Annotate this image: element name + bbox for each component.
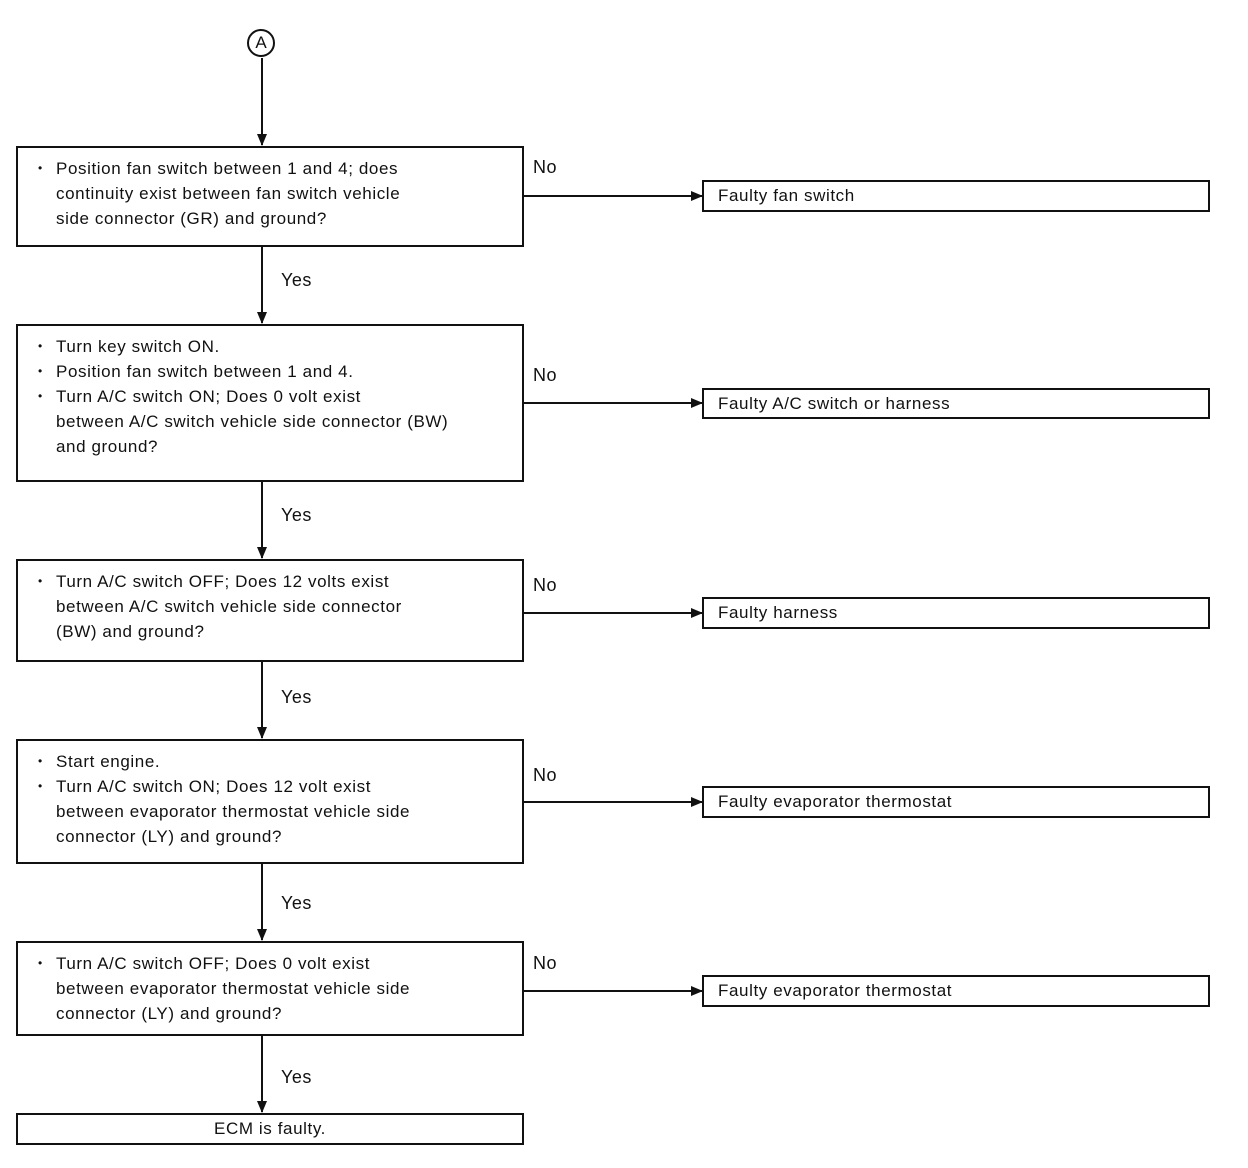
bullet-icon: • (38, 574, 43, 588)
step-line-text: Turn A/C switch OFF; Does 12 volts exist (56, 572, 390, 591)
step-2-yes-label: Yes (281, 505, 312, 525)
step-line-text: Turn key switch ON. (56, 337, 220, 356)
step-1-no-label: No (533, 157, 558, 177)
step-line: between evaporator thermostat vehicle si… (28, 799, 512, 824)
step-line: • Turn A/C switch ON; Does 0 volt exist (28, 384, 512, 409)
step-line: connector (LY) and ground? (28, 824, 512, 849)
step-line: side connector (GR) and ground? (28, 206, 512, 231)
bullet-icon: • (38, 364, 43, 378)
step-line-text: (BW) and ground? (56, 622, 205, 641)
step-line-text: Turn A/C switch ON; Does 0 volt exist (56, 387, 361, 406)
bullet-icon: • (38, 161, 43, 175)
bullet-icon: • (38, 754, 43, 768)
step-line-text: connector (LY) and ground? (56, 1004, 283, 1023)
step-1-yes-label: Yes (281, 270, 312, 290)
step-line-text: between evaporator thermostat vehicle si… (56, 802, 411, 821)
step-line-text: side connector (GR) and ground? (56, 209, 327, 228)
step-line: connector (LY) and ground? (28, 1001, 512, 1026)
step-line: • Turn A/C switch ON; Does 12 volt exist (28, 774, 512, 799)
step-line: • Start engine. (28, 749, 512, 774)
step-5-yes-label: Yes (281, 1067, 312, 1087)
step-line: and ground? (28, 434, 512, 459)
step-5-box: •Turn A/C switch OFF; Does 0 volt exist … (16, 941, 524, 1036)
step-line: between A/C switch vehicle side connecto… (28, 409, 512, 434)
step-4-no-label: No (533, 765, 558, 785)
step-line-text: between A/C switch vehicle side connecto… (56, 412, 449, 431)
step-4-result-box: Faulty evaporator thermostat (702, 786, 1210, 818)
step-line-text: Position fan switch between 1 and 4; doe… (56, 159, 399, 178)
step-3-no-label: No (533, 575, 558, 595)
step-line: between evaporator thermostat vehicle si… (28, 976, 512, 1001)
step-1-result-box: Faulty fan switch (702, 180, 1210, 212)
final-result-box: ECM is faulty. (16, 1113, 524, 1145)
step-line: continuity exist between fan switch vehi… (28, 181, 512, 206)
step-line-text: Turn A/C switch ON; Does 12 volt exist (56, 777, 372, 796)
step-2-result-text: Faulty A/C switch or harness (718, 393, 951, 413)
step-line-text: and ground? (56, 437, 159, 456)
step-3-yes-label: Yes (281, 687, 312, 707)
step-line: • Turn key switch ON. (28, 334, 512, 359)
step-1-box: • Position fan switch between 1 and 4; do… (16, 146, 524, 247)
step-3-result-text: Faulty harness (718, 603, 838, 622)
step-line-text: Position fan switch between 1 and 4. (56, 362, 354, 381)
step-line-text: continuity exist between fan switch vehi… (56, 184, 401, 203)
step-2-no-label: No (533, 365, 558, 385)
final-result-text: ECM is faulty. (214, 1119, 326, 1138)
step-line-text: between evaporator thermostat vehicle si… (56, 979, 411, 998)
bullet-icon: • (38, 779, 43, 793)
step-line-text: connector (LY) and ground? (56, 827, 283, 846)
step-line: • Position fan switch between 1 and 4; do… (28, 156, 512, 181)
step-5-result-text: Faulty evaporator thermostat (718, 981, 953, 1000)
step-line-text: Turn A/C switch OFF; Does 0 volt exist (56, 954, 371, 973)
step-2-box: • Turn key switch ON. • Position fan switc… (16, 324, 524, 482)
bullet-icon: • (38, 339, 43, 353)
step-line: between A/C switch vehicle side connecto… (28, 594, 512, 619)
step-line: • Turn A/C switch OFF; Does 0 volt exist (28, 951, 512, 976)
step-line: • Turn A/C switch OFF; Does 12 volts exis… (28, 569, 512, 594)
step-4-result-text: Faulty evaporator thermostat (718, 792, 953, 811)
step-3-box: • Turn A/C switch OFF; Does 12 volts exis… (16, 559, 524, 662)
step-line-text: Start engine. (56, 752, 161, 771)
bullet-icon: • (38, 956, 43, 970)
step-4-yes-label: Yes (281, 893, 312, 913)
step-line-text: between A/C switch vehicle side connecto… (56, 597, 402, 616)
step-4-box: • Start engine. • Turn A/C switch ON; Does… (16, 739, 524, 864)
step-line: (BW) and ground? (28, 619, 512, 644)
step-line: • Position fan switch between 1 and 4. (28, 359, 512, 384)
step-2-result-box: Faulty A/C switch or harness (702, 388, 1210, 419)
step-1-result-text: Faulty fan switch (718, 186, 855, 205)
connector-a-label: A (255, 33, 267, 52)
step-3-result-box: Faulty harness (702, 597, 1210, 629)
step-5-result-box: Faulty evaporator thermostat (702, 975, 1210, 1007)
bullet-icon: • (38, 389, 43, 403)
step-5-no-label: No (533, 953, 558, 973)
connector-a: A (247, 29, 275, 57)
